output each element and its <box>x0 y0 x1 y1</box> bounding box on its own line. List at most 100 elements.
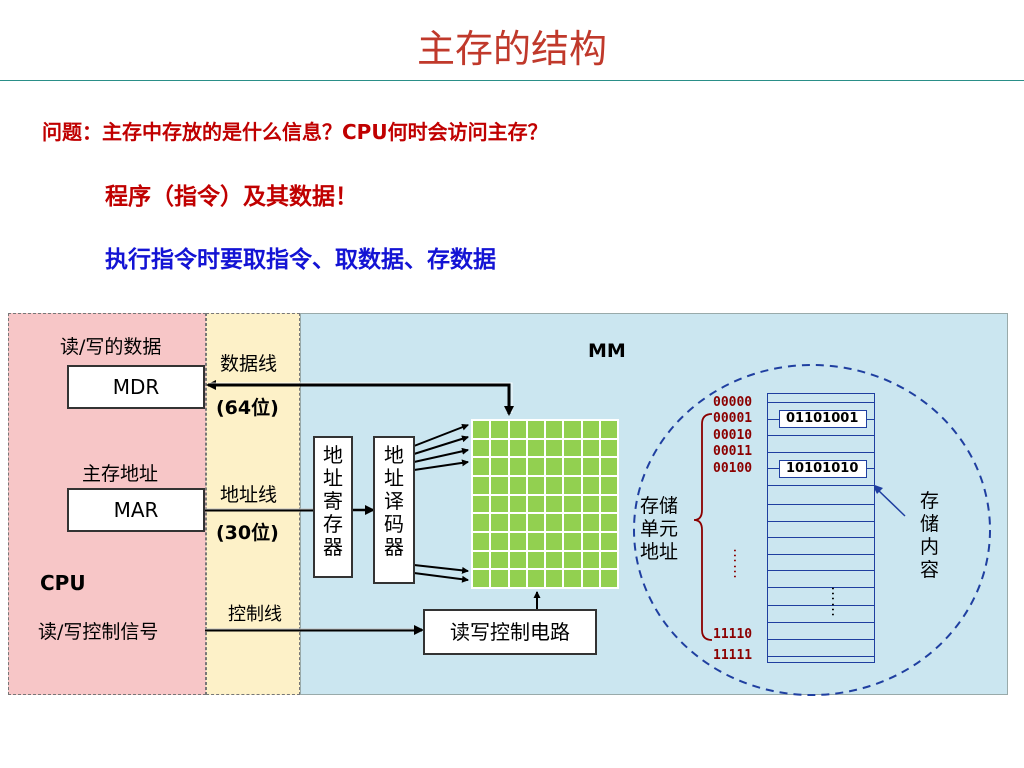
memory-cell <box>546 551 563 569</box>
address-brace-icon <box>693 413 713 641</box>
memory-cell <box>582 476 599 494</box>
memory-cell <box>564 476 581 494</box>
address-ellipsis: …… <box>730 548 748 580</box>
rw-control-signal-label: 读/写控制信号 <box>38 621 159 643</box>
memory-cell <box>473 458 490 475</box>
data-bus-width: (64位) <box>216 397 279 419</box>
memory-cell <box>527 458 544 475</box>
rw-control-circuit: 读写控制电路 <box>423 609 597 655</box>
memory-cell <box>600 551 617 569</box>
memory-cell <box>564 532 581 550</box>
memory-cell <box>582 514 599 531</box>
memory-cell <box>582 532 599 550</box>
memory-cell <box>491 421 508 438</box>
answer-text-2: 执行指令时要取指令、取数据、存数据 <box>105 247 496 273</box>
address-register-label: 地址寄存器 <box>323 443 343 559</box>
memory-cell <box>600 532 617 550</box>
answer-text-1: 程序（指令）及其数据！ <box>105 184 358 210</box>
storage-row-line <box>768 537 874 538</box>
address-11110: 11110 <box>713 627 753 642</box>
memory-cell <box>491 476 508 494</box>
storage-row-line <box>768 485 874 486</box>
memory-cell <box>509 458 526 475</box>
memory-cell <box>582 439 599 457</box>
memory-cell <box>600 421 617 438</box>
memory-cell <box>491 514 508 531</box>
address-00000: 00000 <box>713 395 753 410</box>
memory-cell <box>546 439 563 457</box>
memory-cell <box>564 551 581 569</box>
storage-row-line <box>768 521 874 522</box>
memory-cell <box>491 551 508 569</box>
memory-cell <box>473 514 490 531</box>
memory-cell <box>509 514 526 531</box>
data-bus-line <box>206 380 511 413</box>
memory-cell <box>509 495 526 513</box>
memory-cell <box>582 570 599 587</box>
memory-cell <box>491 439 508 457</box>
memory-cell <box>473 476 490 494</box>
memory-cell <box>509 532 526 550</box>
memory-cell <box>473 551 490 569</box>
slide-title: 主存的结构 <box>416 27 607 71</box>
memory-detail-circle <box>633 364 991 696</box>
memory-cell <box>582 551 599 569</box>
memory-cell <box>600 514 617 531</box>
content-00100: 10101010 <box>786 461 859 476</box>
memory-cell <box>509 439 526 457</box>
data-bus-label: 数据线 <box>220 353 278 375</box>
memory-cell <box>527 514 544 531</box>
memory-cell <box>473 570 490 587</box>
memory-cell <box>564 514 581 531</box>
mdr-register: MDR <box>67 365 205 409</box>
memory-address-label: 主存地址 <box>82 463 159 485</box>
memory-cell <box>527 495 544 513</box>
storage-row-line <box>768 452 874 453</box>
storage-row-line <box>768 622 874 623</box>
address-register: 地址寄存器 <box>313 436 353 578</box>
storage-units-stack <box>767 393 875 663</box>
storage-cell-00001 <box>779 410 867 428</box>
storage-content-label: 存储内容 <box>920 490 940 581</box>
storage-row-line <box>768 504 874 505</box>
address-00001: 00001 <box>713 411 753 426</box>
address-bus-width: (30位) <box>216 522 279 544</box>
memory-cell <box>546 458 563 475</box>
unit-address-label: 存储单元地址 <box>640 495 679 563</box>
memory-cell <box>546 514 563 531</box>
memory-cell <box>491 532 508 550</box>
mar-register: MAR <box>67 488 205 532</box>
memory-cell <box>600 495 617 513</box>
memory-cell <box>473 495 490 513</box>
memory-cell <box>527 532 544 550</box>
memory-cell <box>564 570 581 587</box>
storage-cell-00100 <box>779 460 867 478</box>
storage-row-line <box>768 570 874 571</box>
memory-cell <box>564 495 581 513</box>
memory-cell <box>582 458 599 475</box>
address-00011: 00011 <box>713 444 753 459</box>
memory-cell <box>491 570 508 587</box>
memory-cell <box>582 495 599 513</box>
memory-cell <box>509 570 526 587</box>
cpu-label: CPU <box>40 571 86 595</box>
memory-cell <box>546 570 563 587</box>
memory-cell <box>546 495 563 513</box>
memory-cell <box>473 421 490 438</box>
mm-label: MM <box>588 340 626 362</box>
memory-cell <box>564 421 581 438</box>
memory-cell <box>491 495 508 513</box>
storage-row-line <box>768 639 874 640</box>
address-decoder-label: 地址译码器 <box>384 443 404 559</box>
memory-cell <box>546 476 563 494</box>
memory-cell <box>600 476 617 494</box>
title-divider <box>0 80 1024 81</box>
memory-cell <box>546 532 563 550</box>
memory-cell <box>527 421 544 438</box>
memory-cell-array <box>471 419 619 589</box>
memory-cell <box>564 439 581 457</box>
storage-row-line <box>768 435 874 436</box>
storage-row-line <box>768 402 874 403</box>
memory-cell <box>509 551 526 569</box>
memory-cell <box>509 476 526 494</box>
